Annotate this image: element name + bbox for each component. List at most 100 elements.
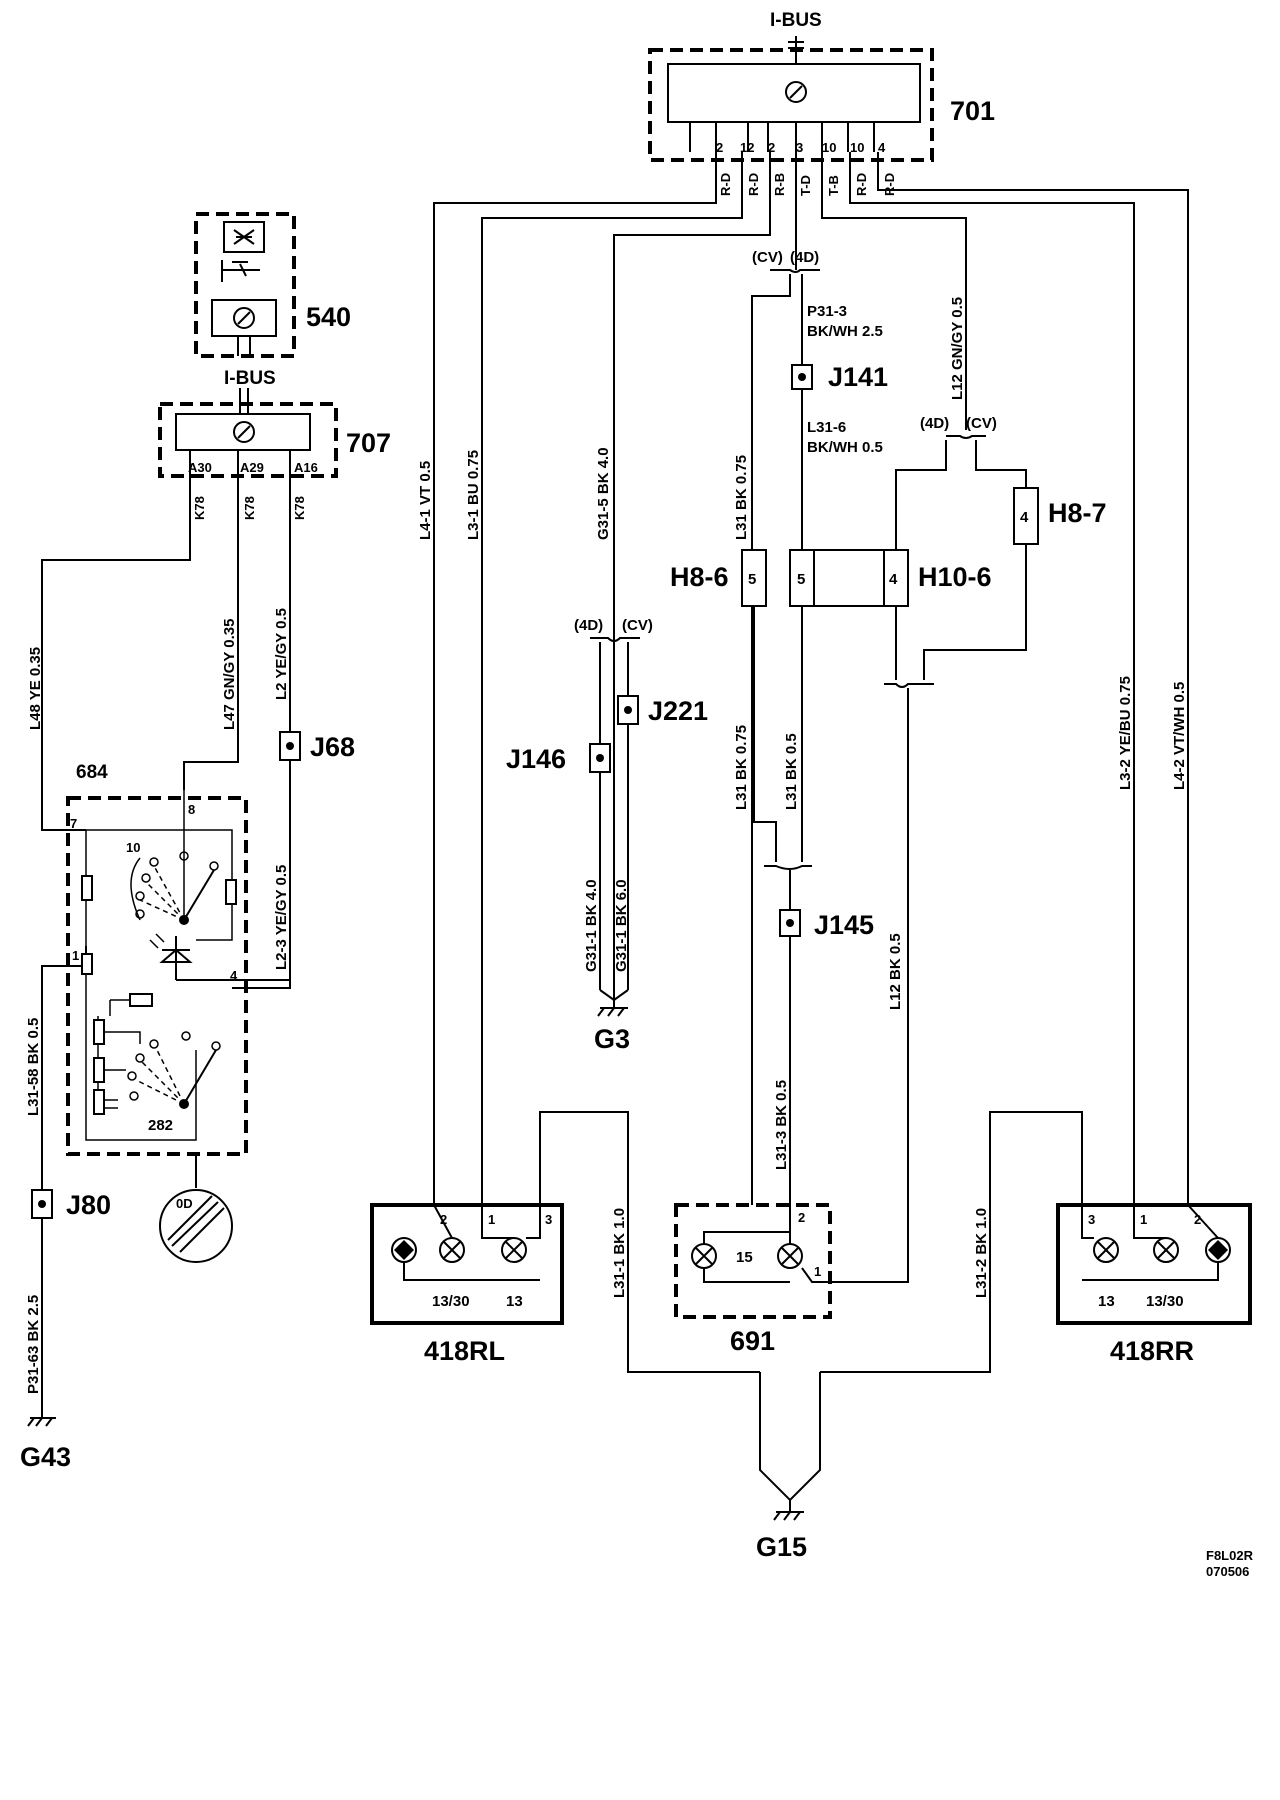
label-418rr: 418RR [1110, 1336, 1194, 1366]
connector-h8-6: 5 H8-6 [670, 549, 767, 607]
connector-j141: J141 [791, 362, 888, 392]
label-418rl-1330: 13/30 [432, 1293, 470, 1310]
ground-g3: G3 [594, 989, 630, 1054]
footer-code: F8L02R [1206, 1548, 1254, 1563]
pin-684-10: 10 [126, 840, 140, 855]
wire-p31-3: P31-3 [807, 303, 847, 320]
connector-j80: J80 [31, 1189, 111, 1418]
label-418rr-1330: 13/30 [1146, 1293, 1184, 1310]
label-ibus-left: I-BUS [224, 368, 276, 389]
pin-418rl-2: 2 [440, 1212, 447, 1227]
ground-g43: G43 [20, 1417, 71, 1472]
lamp-418rr: 3 1 2 13 13/30 418RR [820, 1111, 1252, 1373]
pin-418rr-3: 3 [1088, 1212, 1095, 1227]
wires-main [433, 152, 1189, 1205]
footer-date: 070506 [1206, 1564, 1249, 1579]
label-j68: J68 [310, 732, 355, 762]
k78-a30: K78 [192, 496, 207, 520]
pin-701-7: 4 [878, 140, 886, 155]
connector-h8-7: 4 H8-7 [923, 487, 1107, 680]
code-701-3: R-B [772, 173, 787, 196]
variant-cv-top: (CV) [752, 249, 783, 266]
wire-p31-3-spec: BK/WH 2.5 [807, 323, 883, 340]
wire-l31-b: L31 BK 0.5 [783, 733, 800, 810]
pin-691-2: 2 [798, 1210, 805, 1225]
pin-h10-6-b: 4 [889, 571, 898, 588]
wire-l12-bot: L12 BK 0.5 [887, 933, 904, 1010]
split-4d-cv-right: (4D) (CV) [895, 415, 1027, 570]
pin-701-1: 2 [716, 140, 723, 155]
label-ibus-top: I-BUS [770, 10, 822, 31]
code-701-2: R-D [746, 173, 761, 196]
label-h10-6: H10-6 [918, 562, 992, 592]
pin-684-8: 8 [188, 802, 195, 817]
wire-l3-2: L3-2 YE/BU 0.75 [1117, 676, 1134, 790]
connector-j145: J145 [779, 909, 874, 940]
wire-l12-top: L12 GN/GY 0.5 [949, 297, 966, 400]
wire-l48: L48 YE 0.35 [27, 647, 44, 730]
lamp-418rl: 2 1 3 13/30 13 418RL [370, 1111, 760, 1373]
wire-l47: L47 GN/GY 0.35 [221, 619, 238, 730]
module-707: I-BUS 707 A30 A29 A16 K78 K78 K78 [158, 368, 391, 520]
module-701: 701 I-BUS 2 12 2 3 10 10 4 R-D R-D R-B T… [648, 10, 995, 196]
wire-l3-1: L3-1 BU 0.75 [465, 450, 482, 540]
pin-701-4: 3 [796, 140, 803, 155]
wire-l31-h8: L31 BK 0.75 [733, 455, 750, 540]
pin-701-6: 10 [850, 140, 864, 155]
label-j141: J141 [828, 362, 888, 392]
variant-4d-right: (4D) [920, 415, 949, 432]
connector-h10-6: 5 4 H10-6 [789, 549, 992, 607]
wire-l31-6-spec: BK/WH 0.5 [807, 439, 883, 456]
code-701-4: T-D [798, 175, 813, 196]
label-j146: J146 [506, 744, 566, 774]
pin-701-3: 2 [768, 140, 775, 155]
label-g43: G43 [20, 1442, 71, 1472]
label-282: 282 [148, 1117, 173, 1134]
rotary-knob: 0D [159, 1189, 233, 1263]
variant-4d-left: (4D) [574, 617, 603, 634]
lamp-691: 2 1 15 691 [674, 1203, 832, 1356]
label-691: 691 [730, 1326, 775, 1356]
code-701-5: T-B [826, 175, 841, 196]
wire-l31-a: L31 BK 0.75 [733, 725, 750, 810]
connector-j146: J146 [506, 743, 611, 774]
pin-684-4: 4 [230, 968, 238, 983]
pin-684-7: 7 [70, 816, 77, 831]
wire-l4-1: L4-1 VT 0.5 [417, 461, 434, 540]
label-707: 707 [346, 428, 391, 458]
label-418rr-13: 13 [1098, 1293, 1115, 1310]
connector-j221: J221 [617, 695, 708, 726]
pin-418rr-2: 2 [1194, 1212, 1201, 1227]
variant-cv-right: (CV) [966, 415, 997, 432]
pin-h8-7: 4 [1020, 509, 1029, 526]
label-j80: J80 [66, 1190, 111, 1220]
pin-418rl-3: 3 [545, 1212, 552, 1227]
wire-l2-3: L2-3 YE/GY 0.5 [273, 865, 290, 970]
switch-684: 684 7 8 10 1 4 [41, 762, 290, 1205]
label-540: 540 [306, 302, 351, 332]
wire-l4-2: L4-2 VT/WH 0.5 [1171, 682, 1188, 790]
wire-l2: L2 YE/GY 0.5 [273, 608, 290, 700]
ground-g15: G15 [756, 1372, 821, 1562]
label-g3: G3 [594, 1024, 630, 1054]
wire-g31-1-a: G31-1 BK 4.0 [583, 879, 600, 972]
split-cv-4d-top: (CV) (4D) [751, 249, 820, 1205]
pin-707-a30: A30 [188, 460, 212, 475]
pin-h10-6-a: 5 [797, 571, 805, 588]
wire-l31-58: L31-58 BK 0.5 [25, 1018, 42, 1116]
label-h8-7: H8-7 [1048, 498, 1107, 528]
wire-g31-5: G31-5 BK 4.0 [595, 447, 612, 540]
pin-701-2: 12 [740, 140, 754, 155]
label-418rl: 418RL [424, 1336, 505, 1366]
k78-a29: K78 [242, 496, 257, 520]
label-691-15: 15 [736, 1249, 753, 1266]
wire-p31-63: P31-63 BK 2.5 [25, 1295, 42, 1394]
pin-691-1: 1 [814, 1264, 821, 1279]
variant-cv-left: (CV) [622, 617, 653, 634]
label-418rl-13: 13 [506, 1293, 523, 1310]
svg-text:0D: 0D [176, 1196, 193, 1211]
code-701-6: R-D [854, 173, 869, 196]
label-684: 684 [76, 762, 108, 783]
wire-g31-1-b: G31-1 BK 6.0 [613, 879, 630, 972]
